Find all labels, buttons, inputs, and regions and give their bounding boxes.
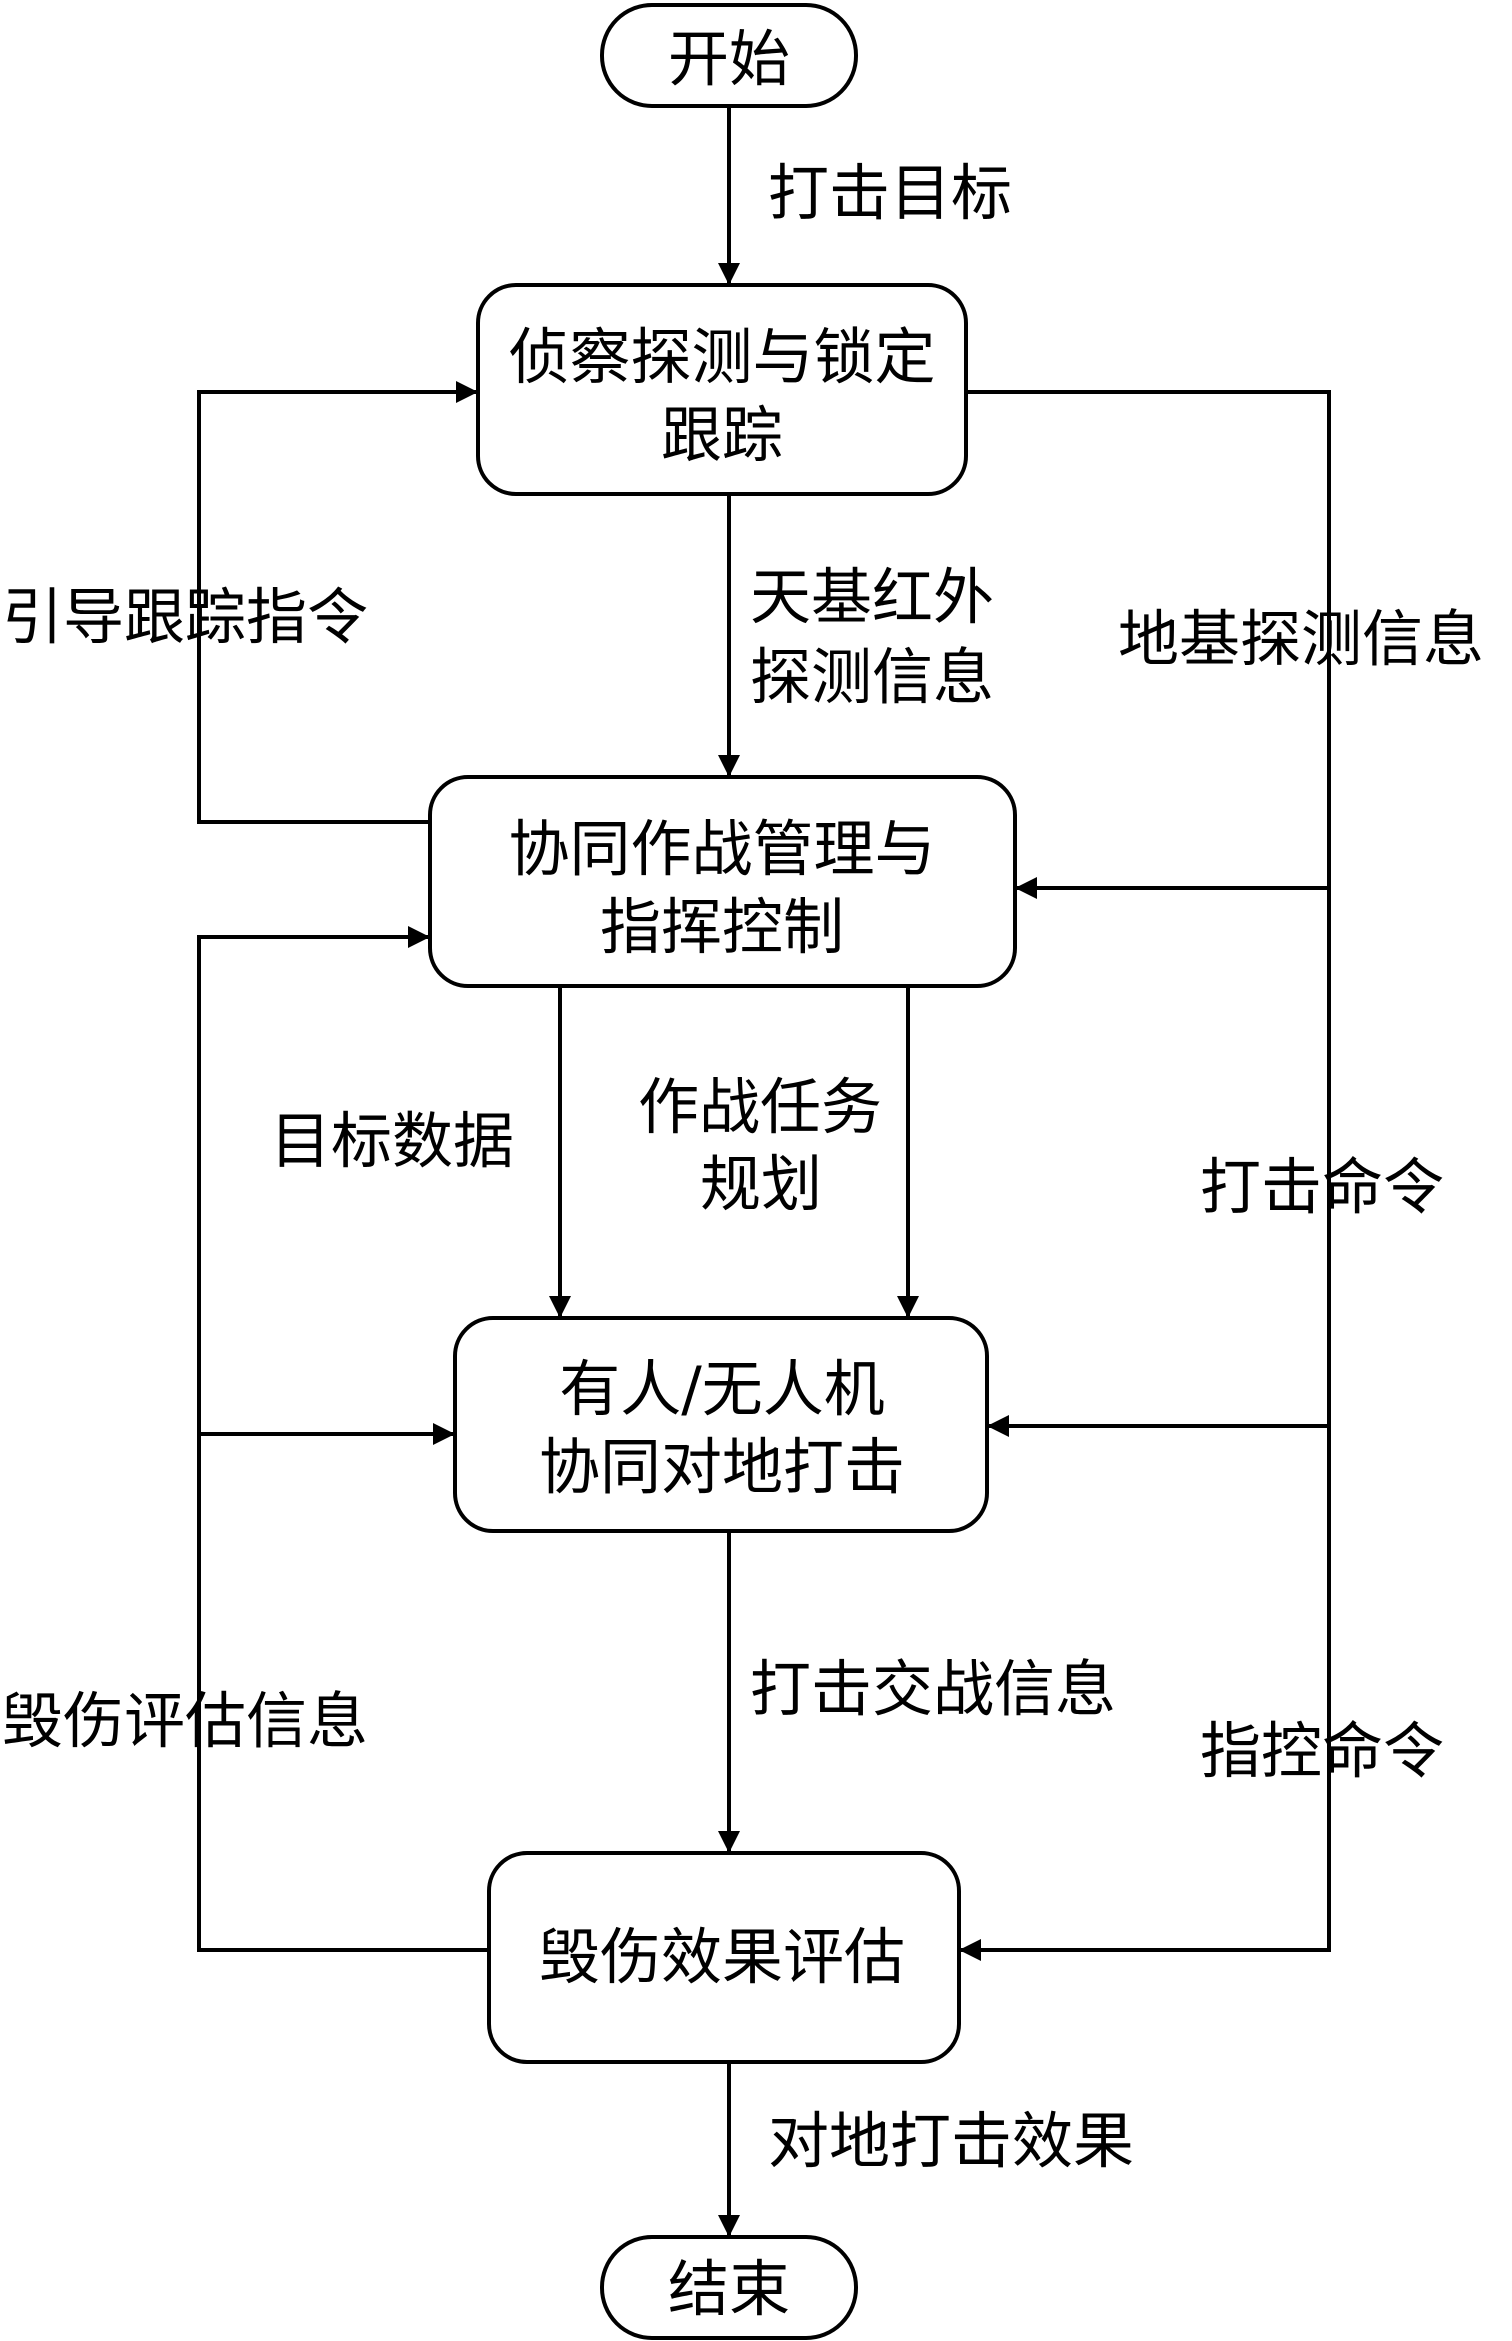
edge-label-control-cmd: 指控命令 <box>1200 1716 1444 1787</box>
edge-label-ground-detect: 地基探测信息 <box>1118 604 1484 675</box>
edge-label-strike-effect: 对地打击效果 <box>768 2106 1134 2177</box>
assess-label: 毁伤效果评估 <box>539 1922 905 1993</box>
edge-ground-detect <box>959 390 1331 1961</box>
end-label: 结束 <box>668 2254 790 2325</box>
command-label-2: 指挥控制 <box>600 892 844 963</box>
edge-label-strike-cmd: 打击命令 <box>1200 1152 1444 1223</box>
recon-label-1: 侦察探测与锁定 <box>508 322 935 393</box>
edge-label-target-data: 目标数据 <box>270 1106 514 1177</box>
edge-guide-track <box>197 381 478 824</box>
command-label-1: 协同作战管理与 <box>508 814 935 885</box>
edge-label-space-ir-1: 天基红外 <box>750 562 994 633</box>
strike-label-2: 协同对地打击 <box>539 1432 905 1503</box>
edge-label-space-ir-2: 探测信息 <box>750 642 994 713</box>
start-label: 开始 <box>668 24 790 95</box>
edge-label-mission-plan-2: 规划 <box>700 1149 822 1220</box>
edge-label-strike-target: 打击目标 <box>768 158 1012 229</box>
recon-label-2: 跟踪 <box>661 400 783 471</box>
strike-label-1: 有人/无人机 <box>559 1354 885 1425</box>
edge-label-engage-info: 打击交战信息 <box>750 1654 1116 1725</box>
edge-label-mission-plan-1: 作战任务 <box>638 1072 882 1143</box>
recon-node <box>476 283 968 496</box>
edge-label-guide-track: 引导跟踪指令 <box>2 582 368 653</box>
edge-damage-to-command <box>197 926 489 1952</box>
edge-label-damage-info: 毁伤评估信息 <box>2 1686 368 1757</box>
